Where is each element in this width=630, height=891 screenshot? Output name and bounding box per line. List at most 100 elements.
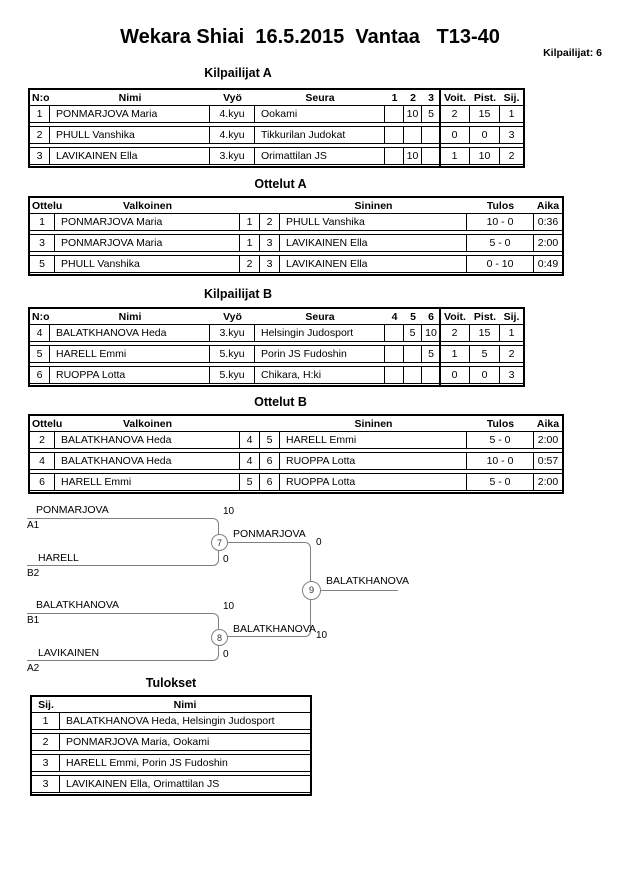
bracket-score: 10 bbox=[316, 630, 328, 641]
cell-voit: 2 bbox=[440, 325, 470, 341]
cell-nimi: LAVIKAINEN Ella bbox=[50, 148, 210, 164]
bracket-seed-label: B2 bbox=[27, 568, 40, 579]
cell-tulos: 0 - 10 bbox=[467, 256, 534, 272]
table-header-row: Ottelu Valkoinen Sininen Tulos Aika bbox=[30, 198, 562, 213]
cell-sininen-no: 5 bbox=[260, 432, 280, 448]
cell-match6: 5 bbox=[428, 348, 434, 360]
cell-ottelu: 1 bbox=[30, 214, 55, 230]
column-header-sininen: Sininen bbox=[354, 199, 393, 212]
cell-no: 5 bbox=[30, 346, 50, 362]
cell-nimi: HARELL Emmi bbox=[50, 346, 210, 362]
bracket-player-name: BALATKHANOVA bbox=[36, 599, 120, 611]
cell-no: 6 bbox=[30, 367, 50, 383]
table-header-row: Ottelu Valkoinen Sininen Tulos Aika bbox=[30, 416, 562, 431]
column-header-pist: Pist. bbox=[473, 91, 497, 104]
bracket-score: 0 bbox=[223, 649, 229, 660]
cell-no: 4 bbox=[30, 325, 50, 341]
cell-voit: 0 bbox=[440, 127, 470, 143]
cell-seura: Ookami bbox=[255, 106, 385, 122]
cell-pist: 10 bbox=[470, 148, 500, 164]
column-header-sij: Sij. bbox=[503, 310, 520, 323]
cell-vyo: 4.kyu bbox=[210, 106, 255, 122]
table-ottelut-a: Ottelu Valkoinen Sininen Tulos Aika 1 PO… bbox=[28, 196, 564, 276]
bracket-match-number-circle: 9 bbox=[302, 581, 321, 600]
cell-match1 bbox=[385, 148, 404, 164]
cell-nimi: BALATKHANOVA Heda, Helsingin Judosport bbox=[66, 715, 275, 727]
cell-sininen: LAVIKAINEN Ella bbox=[280, 256, 467, 272]
table-row: 1 BALATKHANOVA Heda, Helsingin Judosport bbox=[32, 712, 310, 730]
cell-aika: 2:00 bbox=[537, 476, 559, 488]
bracket-seed-label: A1 bbox=[27, 520, 40, 531]
table-header-row: Sij. Nimi bbox=[32, 697, 310, 712]
cell-nimi: PONMARJOVA Maria, Ookami bbox=[66, 736, 210, 748]
cell-nimi: BALATKHANOVA Heda bbox=[50, 325, 210, 341]
participants-count: Kilpailijat: 6 bbox=[543, 47, 602, 59]
table-ottelut-b: Ottelu Valkoinen Sininen Tulos Aika 2 BA… bbox=[28, 414, 564, 494]
cell-sininen: HARELL Emmi bbox=[280, 432, 467, 448]
table-row: 1 PONMARJOVA Maria 1 2 PHULL Vanshika 10… bbox=[30, 213, 562, 231]
cell-sij: 3 bbox=[32, 776, 60, 792]
column-header-sij: Sij. bbox=[503, 91, 520, 104]
cell-tulos: 5 - 0 bbox=[467, 432, 534, 448]
cell-vyo: 5.kyu bbox=[210, 367, 255, 383]
table-row: 5 HARELL Emmi 5.kyu Porin JS Fudoshin 5 … bbox=[30, 345, 523, 363]
cell-match3 bbox=[422, 148, 440, 164]
cell-sij: 2 bbox=[508, 150, 515, 162]
table-row: 6 RUOPPA Lotta 5.kyu Chikara, H:ki 0 0 3 bbox=[30, 366, 523, 384]
column-header-ottelu: Ottelu bbox=[32, 199, 63, 212]
bracket-seed-label: B1 bbox=[27, 615, 40, 626]
column-header-vyo: Vyö bbox=[223, 91, 242, 104]
cell-sininen: LAVIKAINEN Ella bbox=[280, 235, 467, 251]
section-title-kilpailijat-a: Kilpailijat A bbox=[204, 66, 272, 80]
column-header-aika: Aika bbox=[536, 417, 560, 430]
cell-no: 3 bbox=[30, 148, 50, 164]
cell-vyo: 3.kyu bbox=[210, 325, 255, 341]
column-header-aika: Aika bbox=[536, 199, 560, 212]
column-header-ottelu: Ottelu bbox=[32, 417, 63, 430]
cell-pist: 5 bbox=[470, 346, 500, 362]
cell-sij: 1 bbox=[32, 713, 60, 729]
cell-match6 bbox=[422, 367, 440, 383]
bracket-match-number-circle: 7 bbox=[211, 534, 228, 551]
column-header-voit: Voit. bbox=[444, 91, 466, 104]
cell-valkoinen-no: 4 bbox=[240, 453, 260, 469]
table-row: 4 BALATKHANOVA Heda 3.kyu Helsingin Judo… bbox=[30, 324, 523, 342]
column-header-nimi: Nimi bbox=[118, 91, 142, 104]
cell-valkoinen: BALATKHANOVA Heda bbox=[55, 453, 240, 469]
cell-ottelu: 5 bbox=[30, 256, 55, 272]
cell-sij: 1 bbox=[508, 327, 515, 339]
column-header-match6: 6 bbox=[428, 310, 434, 323]
cell-seura: Porin JS Fudoshin bbox=[255, 346, 385, 362]
column-header-voit: Voit. bbox=[444, 310, 466, 323]
table-tulokset: Sij. Nimi 1 BALATKHANOVA Heda, Helsingin… bbox=[30, 695, 312, 796]
table-row: 1 PONMARJOVA Maria 4.kyu Ookami 10 5 2 1… bbox=[30, 105, 523, 123]
cell-sininen: PHULL Vanshika bbox=[280, 214, 467, 230]
cell-sininen-no: 2 bbox=[260, 214, 280, 230]
cell-tulos: 5 - 0 bbox=[467, 235, 534, 251]
cell-valkoinen-no: 5 bbox=[240, 474, 260, 490]
cell-pist: 0 bbox=[470, 367, 500, 383]
cell-valkoinen: BALATKHANOVA Heda bbox=[55, 432, 240, 448]
bracket-winner-name: BALATKHANOVA bbox=[233, 623, 317, 635]
column-header-match3: 3 bbox=[428, 91, 434, 104]
section-title-kilpailijat-b: Kilpailijat B bbox=[203, 287, 273, 301]
bracket-player-name: PONMARJOVA bbox=[36, 504, 109, 516]
divider bbox=[439, 90, 441, 166]
cell-nimi: PHULL Vanshika bbox=[50, 127, 210, 143]
cell-sininen-no: 3 bbox=[260, 256, 280, 272]
cell-pist: 15 bbox=[470, 106, 500, 122]
cell-valkoinen: PHULL Vanshika bbox=[55, 256, 240, 272]
column-header-vyo: Vyö bbox=[223, 310, 242, 323]
bracket-player-name: HARELL bbox=[38, 552, 79, 564]
column-header-pist: Pist. bbox=[473, 310, 497, 323]
cell-seura: Chikara, H:ki bbox=[255, 367, 385, 383]
column-header-sininen: Sininen bbox=[354, 417, 393, 430]
cell-match1 bbox=[385, 127, 404, 143]
cell-aika: 0:49 bbox=[537, 258, 559, 270]
table-header-row: N:o Nimi Vyö Seura 1 2 3 Voit. Pist. Sij… bbox=[30, 90, 523, 105]
table-row: 6 HARELL Emmi 5 6 RUOPPA Lotta 5 - 0 2:0… bbox=[30, 473, 562, 491]
bracket-player-name: LAVIKAINEN bbox=[38, 647, 100, 659]
column-header-valkoinen: Valkoinen bbox=[122, 417, 173, 430]
table-row: 3 HARELL Emmi, Porin JS Fudoshin bbox=[32, 754, 310, 772]
cell-tulos: 5 - 0 bbox=[467, 474, 534, 490]
